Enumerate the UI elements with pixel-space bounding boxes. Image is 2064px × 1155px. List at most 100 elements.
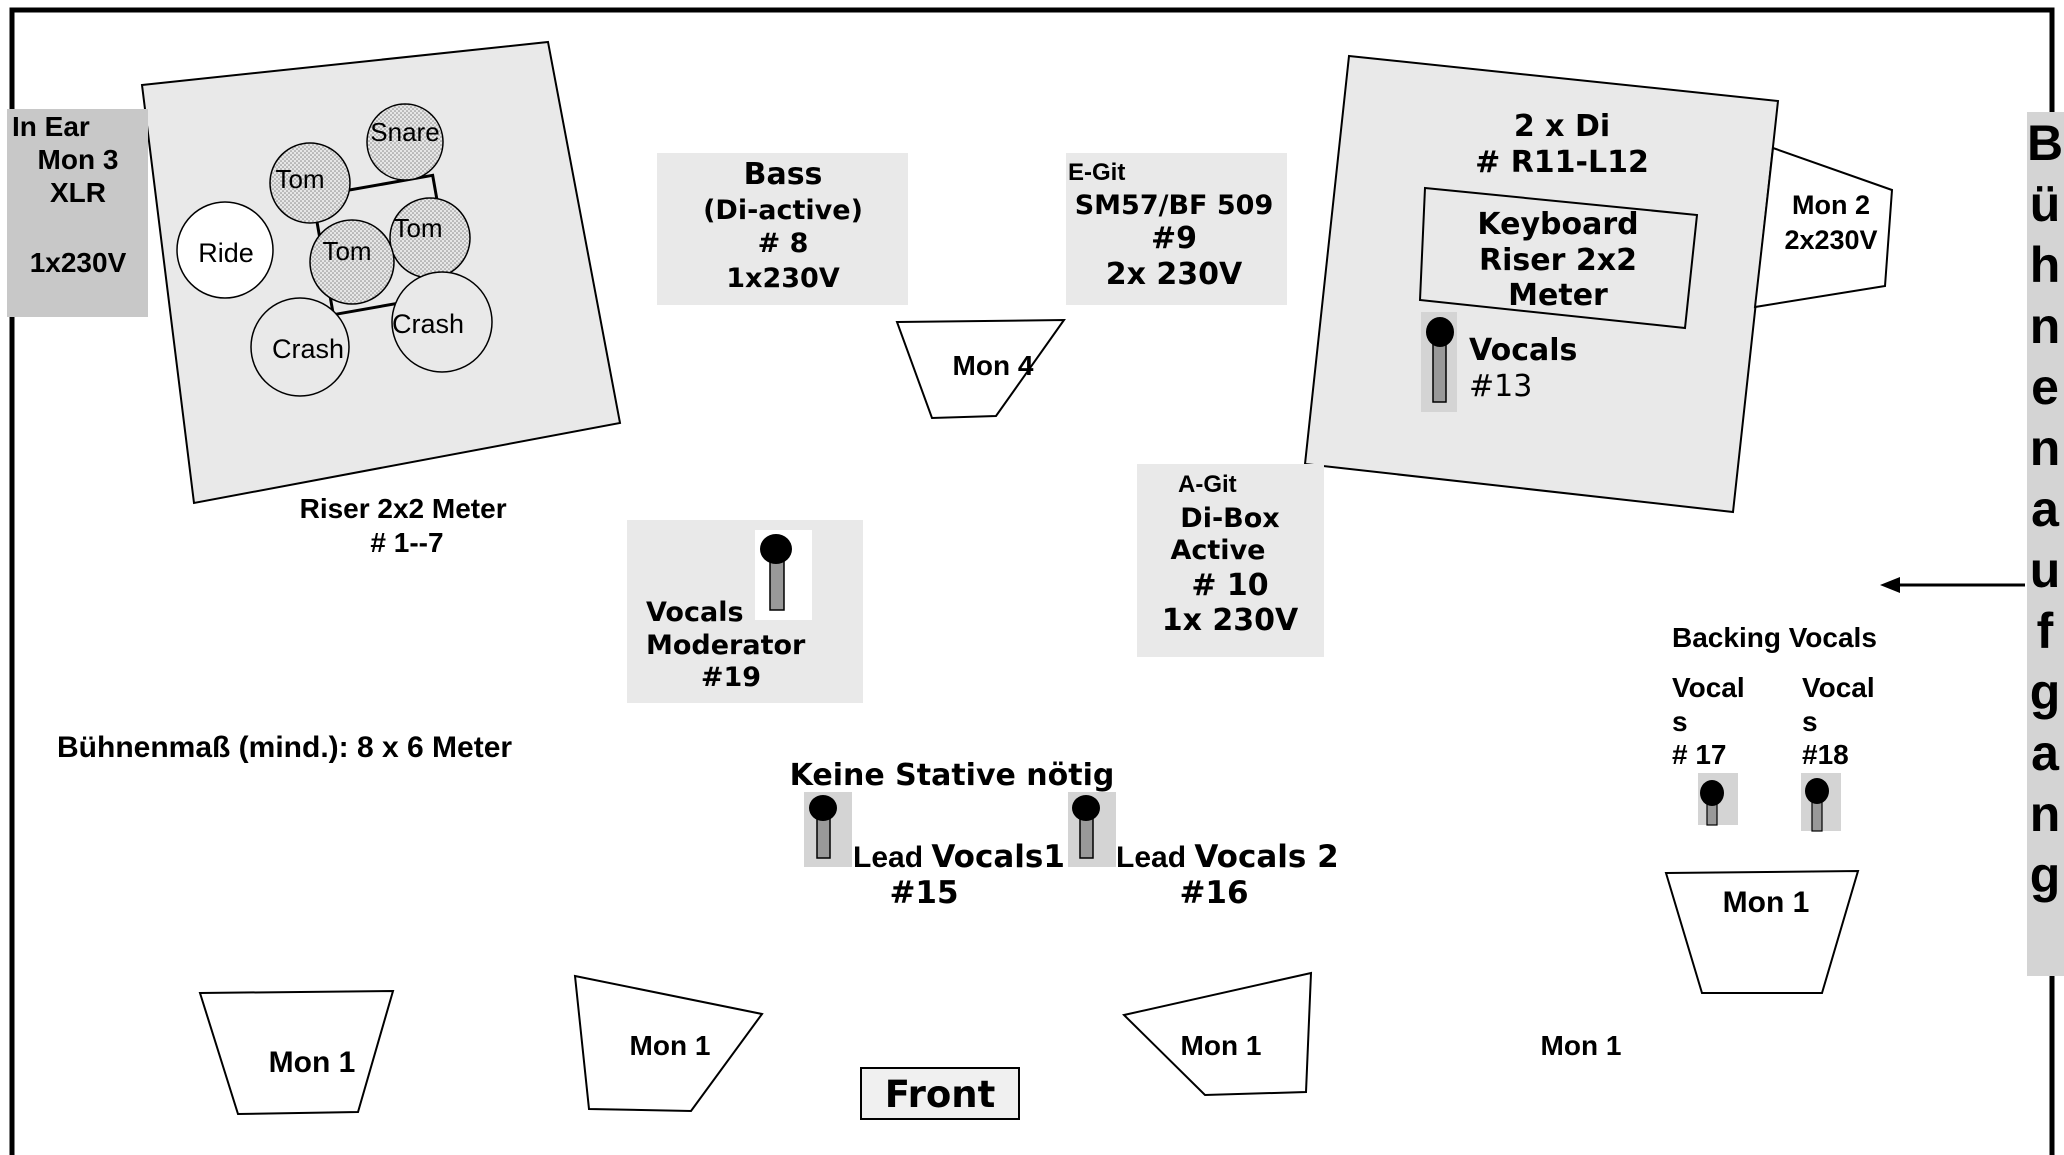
keyboard-riser-box — [1418, 186, 1699, 330]
backing-vocals: Backing Vocals Vocal s # 17 Vocal s #18 — [1672, 622, 1877, 832]
keyboard-riser-line2: Riser 2x2 — [1479, 243, 1637, 278]
entrance-panel — [2027, 112, 2064, 976]
tom-drum-1 — [269, 142, 351, 224]
keyboard-area: 2 x Di # R11-L12 Keyboard Riser 2x2 Mete… — [1303, 54, 1780, 514]
mon1-3-wedge — [1121, 971, 1313, 1097]
bass-line1: Bass — [744, 157, 823, 192]
microphone-icon — [1421, 312, 1457, 412]
tom-label-2: Tom — [322, 236, 371, 266]
monitor-mon1-2: Mon 1 — [573, 974, 764, 1113]
egit-line1: E-Git — [1068, 159, 1125, 186]
lead1-name: Vocals1 — [931, 839, 1065, 875]
lead2-label: Lead Vocals 2 — [1116, 839, 1339, 875]
moderator-line1: Vocals — [646, 597, 744, 628]
tom-label-3: Tom — [393, 213, 442, 243]
mon2-wedge — [1753, 146, 1894, 309]
bass-box: Bass (Di-active) # 8 1x230V — [657, 153, 908, 305]
in-ear-line3: XLR — [50, 177, 106, 208]
mon4-wedge — [895, 318, 1066, 420]
in-ear-line2: Mon 3 — [38, 144, 119, 175]
entrance-letter: B — [2027, 115, 2063, 171]
mon4-label: Mon 4 — [953, 350, 1034, 381]
crash-cymbal-2 — [391, 271, 493, 373]
drum-riser-label-line1: Riser 2x2 Meter — [300, 493, 507, 524]
entrance-letter: n — [2030, 786, 2061, 842]
crash-label-1: Crash — [272, 334, 344, 364]
drum-riser: Snare Tom Ride Tom Tom Crash Crash Riser… — [140, 40, 622, 558]
backing-title: Backing Vocals — [1672, 622, 1877, 653]
entrance-letter: g — [2030, 664, 2061, 720]
keyboard-di-line2: # R11-L12 — [1475, 145, 1649, 180]
lead1-channel: #15 — [889, 875, 958, 911]
mon2-line2: 2x230V — [1784, 225, 1877, 255]
bass-line2: (Di-active) — [703, 195, 863, 226]
entrance-letter: h — [2030, 237, 2061, 293]
keyboard-vocals-channel: #13 — [1469, 369, 1532, 404]
drum-riser-label: Riser 2x2 Meter # 1--7 — [300, 493, 515, 558]
in-ear-line4: 1x230V — [30, 247, 127, 278]
stage-size-label: Bühnenmaß (mind.): 8 x 6 Meter — [57, 731, 512, 764]
monitor-mon1-3: Mon 1 — [1121, 971, 1313, 1097]
mon2-line1: Mon 2 — [1792, 190, 1870, 220]
monitor-mon1-right: Mon 1 — [1664, 869, 1860, 994]
mon1-1-wedge — [198, 989, 395, 1116]
bass-line4: 1x230V — [726, 263, 840, 294]
microphone-icon — [1068, 792, 1116, 867]
front-label: Front — [885, 1073, 996, 1116]
backing-v17-line2: s — [1672, 706, 1688, 737]
backing-v17-line3: # 17 — [1672, 739, 1727, 770]
egit-box: E-Git SM57/BF 509 #9 2x 230V — [1066, 153, 1287, 305]
backing-v18-line1: Vocal — [1802, 672, 1875, 703]
front-panel — [860, 1067, 1020, 1120]
mon1-2-wedge — [573, 974, 764, 1113]
agit-line3: Active — [1171, 535, 1266, 566]
egit-line4: 2x 230V — [1106, 257, 1243, 292]
entrance-letter: u — [2030, 542, 2061, 598]
moderator-panel — [627, 520, 863, 703]
in-ear-box: In Ear Mon 3 XLR 1x230V — [7, 109, 148, 317]
mon1-2-label: Mon 1 — [630, 1030, 711, 1061]
entrance-letter: a — [2031, 725, 2060, 781]
arrow-left-icon — [1880, 577, 2025, 593]
lead1-label: Lead Vocals1 — [853, 839, 1065, 875]
no-stands-label: Keine Stative nötig — [790, 758, 1115, 793]
lead-vocals-1: Lead Vocals1 #15 — [804, 792, 1065, 911]
in-ear-panel — [7, 109, 148, 317]
backing-v17-line1: Vocal — [1672, 672, 1745, 703]
agit-panel — [1137, 464, 1324, 657]
keyboard-di-line1: 2 x Di — [1514, 109, 1610, 144]
mon1-right-label: Mon 1 — [1723, 886, 1810, 919]
front-label-box: Front — [860, 1067, 1020, 1120]
entrance-letter: n — [2030, 298, 2061, 354]
crash-label-2: Crash — [392, 309, 464, 339]
crash-cymbal-1 — [250, 297, 350, 397]
entrance-letter: g — [2030, 847, 2061, 903]
keyboard-riser-line1: Keyboard — [1477, 207, 1638, 242]
snare-label: Snare — [370, 117, 439, 147]
mon1-4-label: Mon 1 — [1541, 1030, 1622, 1061]
backing-v18-line2: s — [1802, 706, 1818, 737]
mon1-1-label: Mon 1 — [269, 1046, 356, 1079]
agit-box: A-Git Di-Box Active # 10 1x 230V — [1137, 464, 1324, 657]
mon1-3-label: Mon 1 — [1181, 1030, 1262, 1061]
backing-v18-line3: #18 — [1802, 739, 1849, 770]
agit-line4: # 10 — [1191, 568, 1268, 603]
monitor-mon4: Mon 4 — [895, 318, 1066, 420]
drum-riser-label-line2: # 1--7 — [370, 527, 443, 558]
tom-drum-2 — [309, 219, 395, 305]
egit-panel — [1066, 153, 1287, 305]
moderator-box: Vocals Moderator #19 — [627, 520, 863, 703]
agit-line1: A-Git — [1178, 471, 1237, 498]
moderator-line3: #19 — [701, 662, 761, 693]
entrance-letter: e — [2031, 359, 2059, 415]
entrance-letter: ü — [2030, 176, 2061, 232]
monitor-mon1-1: Mon 1 — [198, 989, 395, 1116]
entrance-letter: n — [2030, 420, 2061, 476]
lead2-name: Vocals 2 — [1194, 839, 1338, 875]
lead2-channel: #16 — [1179, 875, 1248, 911]
monitor-mon2: Mon 2 2x230V — [1753, 146, 1894, 309]
entrance-letter: f — [2037, 603, 2054, 659]
egit-line2: SM57/BF 509 — [1075, 190, 1274, 221]
